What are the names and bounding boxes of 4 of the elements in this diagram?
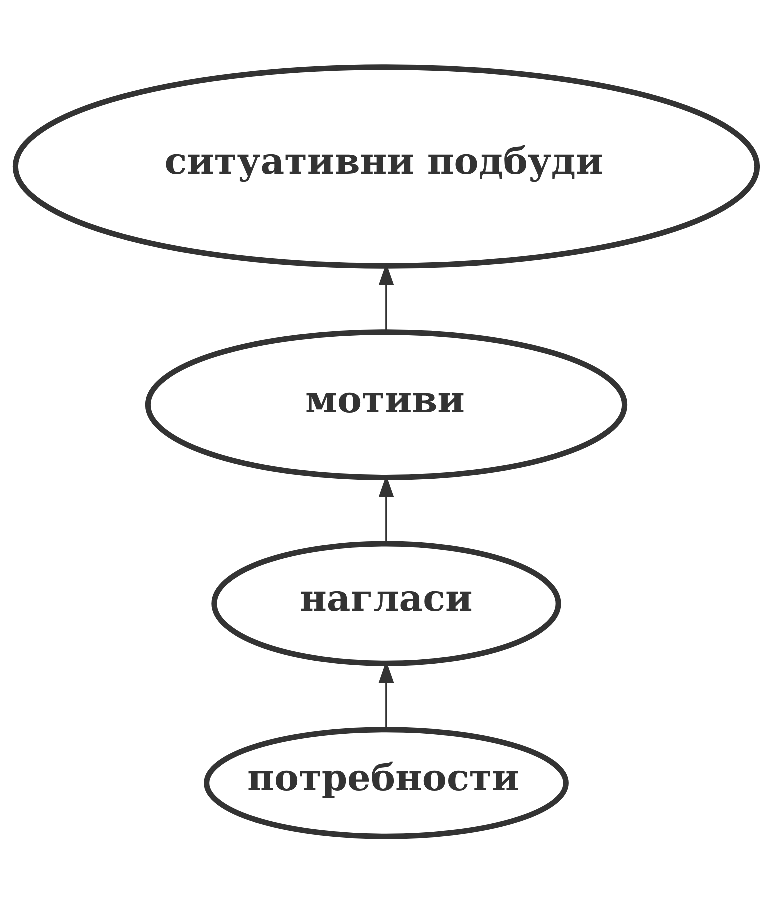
node-ellipse: нагласи [212,540,562,666]
node-ellipse: ситуативни подбуди [12,64,760,268]
node-ellipse: потребности [204,726,569,839]
node-ellipse: мотиви [145,329,628,480]
